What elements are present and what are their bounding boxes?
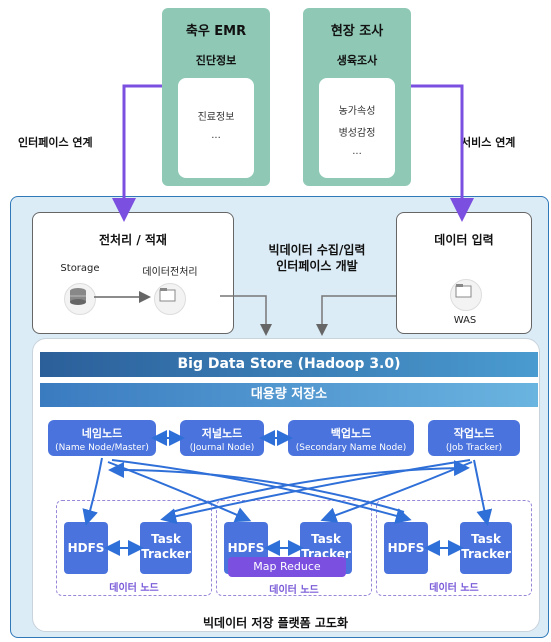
preprocess-to-store-arrow	[220, 295, 272, 336]
preprocess-title: 전처리 / 적재	[99, 233, 167, 247]
field-item-1: 농가속성	[338, 106, 376, 117]
field-subtitle: 생육조사	[336, 54, 378, 67]
was-label: WAS	[453, 315, 477, 326]
preprocessing-label: 데이터전처리	[142, 267, 198, 278]
secondary-node-title: 백업노드	[330, 427, 372, 440]
collection-label-line-1: 빅데이터 수집/입력	[268, 243, 366, 257]
folder-icon-preprocess	[159, 288, 176, 302]
namenode-to-hdfs1	[82, 457, 103, 526]
collection-label: 빅데이터 수집/입력 인터페이스 개발	[236, 242, 398, 274]
data-input-title: 데이터 입력	[434, 233, 494, 247]
emr-title: 축우 EMR	[185, 24, 247, 39]
folder-icon-was	[455, 284, 472, 298]
storage-sub-banner: 대용량 저장소	[40, 383, 538, 407]
jobtracker-to-task1	[160, 459, 471, 525]
task1-return	[171, 460, 470, 513]
namenode-to-hdfs3	[111, 459, 412, 524]
emr-item-1: 진료정보	[197, 112, 235, 123]
platform-footer-label: 빅데이터 저장 플랫폼 고도화	[202, 616, 348, 630]
task-tracker-3-line-2: Tracker	[461, 547, 511, 561]
field-items-box: 농가속성 병성감정 ...	[319, 78, 395, 178]
preprocessing-icon	[154, 283, 186, 315]
name-node-title: 네임노드	[81, 427, 123, 440]
journal-node-sub: (Journal Node)	[189, 443, 255, 453]
field-item-3: ...	[352, 146, 362, 157]
storage-label: Storage	[60, 263, 100, 274]
jobtracker-to-task3	[473, 459, 493, 526]
data-node-label-2: 데이터 노드	[269, 585, 319, 596]
emr-subtitle: 진단정보	[195, 54, 237, 67]
name-node: 네임노드 (Name Node/Master)	[48, 420, 156, 456]
input-to-store-arrow	[316, 295, 396, 336]
task-tracker-2-line-1: Task	[311, 532, 341, 546]
emr-item-2: ...	[211, 130, 221, 141]
job-tracker-sub: (Job Tracker)	[445, 443, 503, 453]
journal-node-title: 저널노드	[201, 427, 243, 440]
job-tracker-node: 작업노드 (Job Tracker)	[428, 420, 520, 456]
hdfs-3: HDFS	[384, 522, 428, 574]
namenode-hdfs3-return	[108, 462, 405, 513]
task-tracker-3: Task Tracker	[460, 522, 512, 574]
service-link-label: 서비스 연계	[461, 136, 516, 149]
name-node-sub: (Name Node/Master)	[55, 443, 149, 453]
task-tracker-1-line-2: Tracker	[141, 547, 191, 561]
emr-items-box: 진료정보 ...	[178, 78, 254, 178]
job-tracker-title: 작업노드	[453, 427, 495, 440]
hdfs-1: HDFS	[64, 522, 108, 574]
collection-label-line-2: 인터페이스 개발	[276, 259, 358, 273]
data-node-label-1: 데이터 노드	[109, 583, 159, 594]
task-tracker-1: Task Tracker	[140, 522, 192, 574]
data-node-label-3: 데이터 노드	[429, 583, 479, 594]
task-tracker-1-line-1: Task	[151, 532, 181, 546]
journal-node: 저널노드 (Journal Node)	[180, 420, 264, 456]
field-title: 현장 조사	[330, 24, 384, 39]
secondary-node-sub: (Secondary Name Node)	[295, 443, 407, 453]
preprocess-box: 전처리 / 적재 Storage 데이터전처리	[32, 212, 234, 334]
field-source-box: 현장 조사 생육조사 농가속성 병성감정 ...	[303, 8, 411, 186]
field-item-2: 병성감정	[338, 128, 376, 139]
hadoop-banner: Big Data Store (Hadoop 3.0)	[40, 352, 538, 377]
data-input-box: 데이터 입력 WAS	[396, 212, 532, 334]
namenode-to-hdfs2	[107, 461, 252, 523]
field-to-input-arrow	[411, 84, 474, 222]
emr-to-preprocess-arrow	[112, 84, 162, 222]
map-reduce-badge: Map Reduce	[228, 557, 346, 577]
emr-source-box: 축우 EMR 진단정보 진료정보 ...	[162, 8, 270, 186]
database-icon	[70, 288, 86, 305]
task-tracker-3-line-1: Task	[471, 532, 501, 546]
secondary-node: 백업노드 (Secondary Name Node)	[288, 420, 414, 456]
interface-link-label: 인터페이스 연계	[18, 136, 93, 149]
